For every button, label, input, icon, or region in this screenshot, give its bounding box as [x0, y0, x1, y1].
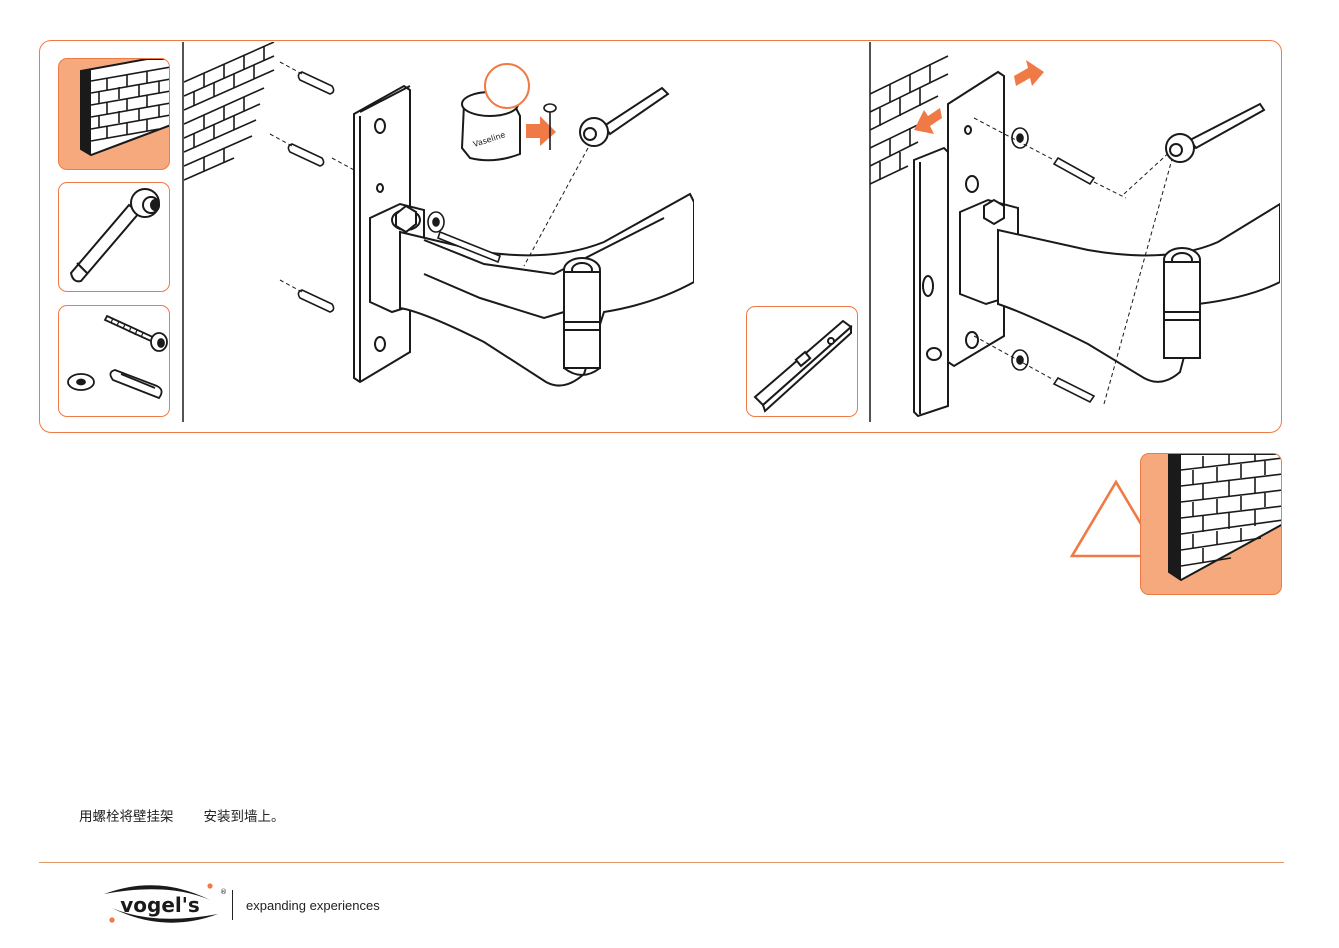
screw-dowel-washer-icon [59, 306, 170, 417]
caption-part-2: 安装到墙上。 [204, 809, 285, 825]
mounting-illustration-right [868, 42, 1280, 422]
spirit-level [914, 148, 948, 416]
hardware-thumb [58, 305, 170, 417]
vogels-logo: vogel's ® [98, 880, 228, 928]
footer-rule [39, 862, 1284, 863]
apply-arrow [526, 116, 556, 146]
brick-wall-icon [59, 59, 170, 170]
arrow-down-left [914, 108, 942, 134]
wrench-thumb [58, 182, 170, 292]
swing-arm [370, 194, 694, 386]
brand-tagline: expanding experiences [246, 898, 380, 913]
wall-warning-thumb [1140, 453, 1282, 595]
detail-callout-circle [485, 64, 529, 108]
spirit-level-thumb [746, 306, 858, 417]
arrow-up-right [1014, 60, 1044, 86]
instruction-caption: 用螺栓将壁挂架 安装到墙上。 [79, 805, 285, 825]
registered-mark: ® [220, 888, 227, 896]
socket-wrench [580, 88, 668, 146]
spirit-level-icon [747, 307, 858, 417]
caption-part-1: 用螺栓将壁挂架 [79, 809, 174, 825]
logo-wordmark: vogel's [120, 893, 200, 917]
wrench-icon [59, 183, 170, 292]
socket-wrench-right [1166, 104, 1264, 162]
wall-bricks [184, 42, 274, 180]
logo-divider [232, 890, 233, 920]
brick-wall-thumb [58, 58, 170, 170]
brick-wall-icon [1141, 454, 1282, 595]
mounting-illustration-left: Vaseline [184, 42, 694, 422]
